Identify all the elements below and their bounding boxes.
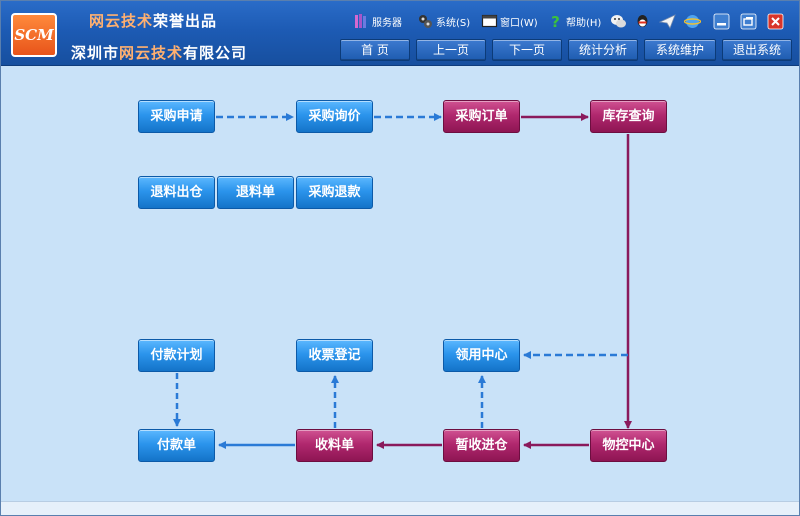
flow-connectors (173, 113, 632, 449)
toolbar-system[interactable]: 系统(S) (417, 10, 470, 32)
send-icon (659, 13, 676, 29)
status-bar (1, 501, 799, 515)
qq-icon (637, 14, 648, 27)
node-invoice-register[interactable]: 收票登记 (296, 339, 373, 372)
nav-next-button[interactable]: 下一页 (492, 39, 562, 61)
toolbar-qq[interactable] (634, 10, 653, 32)
toolbar-help-label: 帮助(H) (566, 17, 602, 29)
system-icon (419, 14, 432, 28)
company-prefix: 深圳市 (71, 44, 120, 62)
toolbar-help[interactable]: ? 帮助(H) (547, 10, 601, 32)
company-highlight: 网云技术 (119, 44, 184, 62)
node-requisition-center[interactable]: 领用中心 (443, 339, 520, 372)
company-suffix: 有限公司 (183, 44, 248, 62)
node-inventory-query[interactable]: 库存查询 (590, 100, 667, 133)
slogan-brand: 网云技术 (89, 12, 154, 30)
node-return-slip[interactable]: 退料单 (217, 176, 294, 209)
nav-statistics-button[interactable]: 统计分析 (568, 39, 638, 61)
node-payment-slip[interactable]: 付款单 (138, 429, 215, 462)
slogan: 网云技术荣誉出品 (89, 10, 217, 31)
server-icon (355, 13, 366, 28)
restore-button[interactable] (740, 10, 759, 32)
toolbar-window-label: 窗口(W) (500, 17, 538, 29)
company-name: 深圳市网云技术有限公司 (71, 42, 247, 63)
minimize-icon (713, 13, 730, 29)
close-icon (767, 13, 784, 29)
toolbar-send[interactable] (659, 10, 678, 32)
node-return-out[interactable]: 退料出仓 (138, 176, 215, 209)
toolbar-system-label: 系统(S) (436, 17, 471, 29)
flow-canvas: 采购申请 采购询价 采购订单 库存查询 退料出仓 退料单 采购退款 付款计划 收… (1, 66, 799, 501)
node-purchase-request[interactable]: 采购申请 (138, 100, 215, 133)
close-button[interactable] (767, 10, 786, 32)
help-icon: ? (551, 13, 560, 30)
header-bar: SCM 网云技术荣誉出品 深圳市网云技术有限公司 服务器 系统(S) (1, 1, 799, 66)
node-purchase-return[interactable]: 采购退款 (296, 176, 373, 209)
internet-icon (684, 14, 701, 28)
node-payment-plan[interactable]: 付款计划 (138, 339, 215, 372)
node-temp-receive[interactable]: 暂收进仓 (443, 429, 520, 462)
toolbar-server-label: 服务器 (372, 17, 402, 29)
window-icon (481, 14, 498, 27)
restore-icon (740, 13, 757, 29)
toolbar-wechat[interactable] (610, 10, 629, 32)
nav-maintenance-button[interactable]: 系统维护 (644, 39, 716, 61)
node-material-control[interactable]: 物控中心 (590, 429, 667, 462)
slogan-text: 荣誉出品 (153, 12, 218, 30)
nav-exit-button[interactable]: 退出系统 (722, 39, 792, 61)
svg-text:?: ? (551, 13, 560, 30)
toolbar-window[interactable]: 窗口(W) (481, 10, 538, 32)
node-receipt-slip[interactable]: 收料单 (296, 429, 373, 462)
node-purchase-inquiry[interactable]: 采购询价 (296, 100, 373, 133)
node-purchase-order[interactable]: 采购订单 (443, 100, 520, 133)
wechat-icon (611, 14, 626, 27)
nav-home-button[interactable]: 首 页 (340, 39, 410, 61)
toolbar-internet[interactable] (684, 10, 703, 32)
scm-logo: SCM (11, 13, 57, 57)
toolbar-server[interactable]: 服务器 (353, 10, 402, 32)
minimize-button[interactable] (713, 10, 732, 32)
nav-prev-button[interactable]: 上一页 (416, 39, 486, 61)
